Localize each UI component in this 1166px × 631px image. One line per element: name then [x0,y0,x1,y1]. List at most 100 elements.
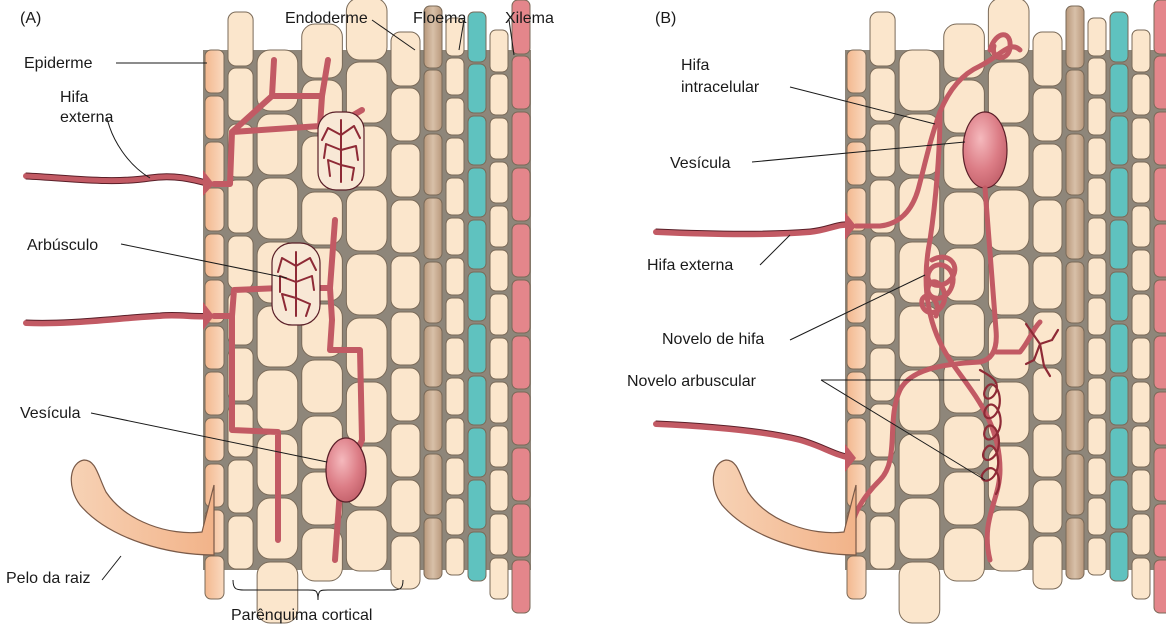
phloem-cell [468,168,486,217]
pericycle-cell [446,498,464,535]
endodermis-cell [424,262,442,323]
pericycle-cell [446,298,464,335]
phloem-cell [468,376,486,425]
parenchyma-cell [490,558,508,599]
pericycle-cell [446,178,464,215]
pericycle-cell [446,258,464,295]
cortex-cell [870,12,895,66]
cortex-cell [391,368,420,421]
root-hair [71,460,214,555]
parenchyma-cell [490,382,508,423]
cortex-cell [944,24,985,78]
xylem-cell [512,168,530,221]
epidermis-cell [205,96,224,139]
pericycle-cell [1088,58,1106,95]
pericycle-cell [1088,418,1106,455]
cortex-cell [391,200,420,253]
hifa-externa-b-label: Hifa externa [647,257,733,274]
parenchyma-cell [1132,382,1150,423]
cortex-cell [391,256,420,309]
cortex-cell [228,236,253,289]
phloem-cell [468,428,486,477]
phloem-cell [468,532,486,581]
cortex-cell [944,472,985,525]
parenchyma-cell [1132,294,1150,335]
xylem-cell [1154,336,1166,389]
endodermis-cell [1066,70,1084,131]
pericycle-cell [1088,378,1106,415]
pericycle-cell [1088,178,1106,215]
epidermis-cell [847,142,866,185]
phloem-cell [1110,480,1128,529]
xylem-cell [1154,0,1166,54]
phloem-cell [1110,428,1128,477]
panel-a-label: (A) [20,10,41,27]
cortex-cell [899,50,940,111]
cortex-cell [899,306,940,367]
cortex-cell [391,88,420,141]
cortex-cell [346,0,387,60]
cortex-cell [302,24,343,78]
xylem-cell [1154,448,1166,501]
cortex-cell [1033,368,1062,421]
phloem-cell [1110,220,1128,269]
endodermis-cell [424,134,442,195]
epidermis-cell [205,234,224,277]
parenchyma-cell [490,294,508,335]
phloem-cell [1110,376,1128,425]
endodermis-cell [424,326,442,387]
epidermis-cell [205,372,224,415]
endodermis-cell [1066,326,1084,387]
parenchyma-cell [1132,74,1150,115]
cortex-cell [228,12,253,66]
root-tissue-panel-a [203,0,531,623]
pericycle-cell [1088,498,1106,535]
endodermis-cell [1066,518,1084,579]
parenchyma-cell [490,162,508,203]
cortex-cell [988,190,1029,251]
pericycle-cell [1088,298,1106,335]
xylem-cell [512,448,530,501]
novelo-arbuscular-label: Novelo arbuscular [627,373,757,390]
phloem-cell [1110,168,1128,217]
cortex-cell [391,312,420,365]
cortex-cell [870,348,895,401]
root-tissue-panel-b [845,0,1166,623]
parenchyma-cell [490,250,508,291]
endodermis-cell [1066,134,1084,195]
cortex-cell [391,424,420,477]
pericycle-cell [1088,218,1106,255]
phloem-cell [468,12,486,62]
parenchyma-cell [490,30,508,72]
cortex-cell [346,382,387,443]
cortex-cell [346,190,387,251]
cortex-cell [391,144,420,197]
epidermis-cell [205,188,224,231]
parenchyma-cell [490,118,508,159]
phloem-cell [468,220,486,269]
cortex-cell [870,236,895,289]
cortex-cell [391,480,420,533]
hifa-externa-label-line2: externa [60,109,113,126]
cortex-cell [391,536,420,589]
xylem-cell [1154,560,1166,613]
epidermis-cell [847,326,866,369]
cortex-cell [944,416,985,469]
parenchyma-cell [1132,558,1150,599]
novelo-de-hifa-label: Novelo de hifa [662,331,764,348]
endodermis-cell [1066,198,1084,259]
pericycle-cell [446,138,464,175]
parenchyma-cell [1132,338,1150,379]
endodermis-cell [424,198,442,259]
phloem-cell [1110,116,1128,165]
parenchyma-cell [1132,118,1150,159]
endodermis-cell [1066,454,1084,515]
pericycle-cell [446,98,464,135]
cortex-cell [899,498,940,559]
endodermis-cell [424,390,442,451]
xilema-label: Xilema [505,10,554,27]
xylem-cell [1154,392,1166,445]
xylem-cell [1154,280,1166,333]
cortex-cell [899,562,940,623]
phloem-cell [468,272,486,321]
